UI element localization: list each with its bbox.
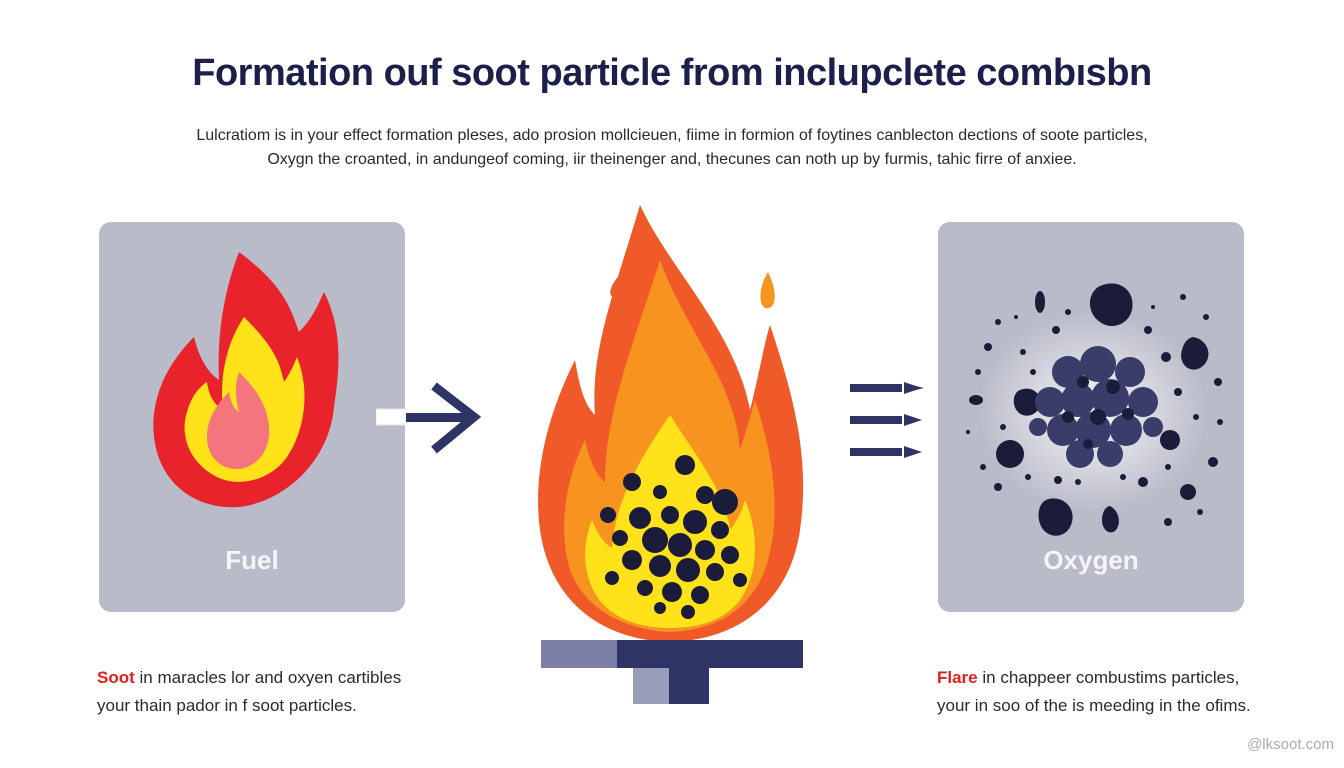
fuel-label: Fuel <box>225 545 279 575</box>
caption-right-line-1: in chappeer combustims particles, <box>977 668 1240 687</box>
flame-icon <box>153 252 339 508</box>
page-title: Formation ouf soot particle from inclupc… <box>192 52 1152 94</box>
caption-left-line-2: your thain pador in f soot particles. <box>97 696 357 715</box>
burner-flame-with-soot-icon <box>538 205 804 704</box>
caption-highlight-flare: Flare <box>937 668 978 687</box>
soot-particles <box>600 455 747 619</box>
watermark: @lksoot.com <box>1247 736 1334 753</box>
subtitle-line-2: Oxygn the croanted, in andungeof coming,… <box>267 151 1077 168</box>
caption-left-line-1: in maracles lor and oxyen cartibles <box>134 668 402 687</box>
fuel-caption: Soot in maracles lor and oxyen cartibles… <box>97 664 401 720</box>
oxygen-panel: Oxygen <box>938 222 1244 612</box>
oxygen-label: Oxygen <box>1043 545 1139 575</box>
right-arrow-icon <box>376 382 482 454</box>
oxygen-caption: Flare in chappeer combustims particles, … <box>937 664 1251 720</box>
fuel-panel: Fuel <box>99 222 405 612</box>
subtitle-line-1: Lulcratiom is in your effect formation p… <box>196 127 1148 144</box>
caption-right-line-2: your in soo of the is meeding in the ofi… <box>937 696 1251 715</box>
soot-cluster-icon <box>966 283 1223 536</box>
subtitle: Lulcratiom is in your effect formation p… <box>120 124 1224 172</box>
caption-highlight-soot: Soot <box>97 668 135 687</box>
